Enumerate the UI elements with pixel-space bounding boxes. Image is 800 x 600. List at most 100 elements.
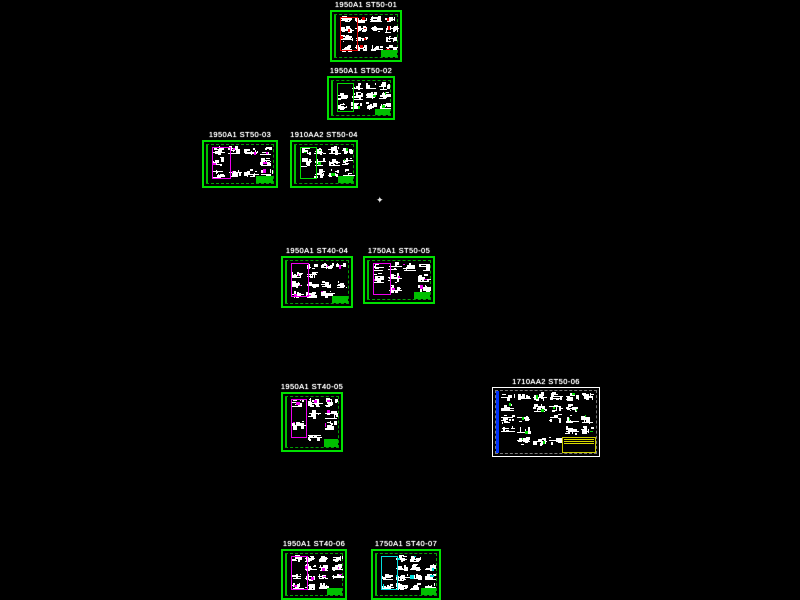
dimension-line — [501, 410, 515, 412]
detail-mark — [507, 429, 510, 431]
detail-mark — [566, 408, 570, 411]
sheet-st50-05[interactable]: 1750A1 ST50-05 — [363, 246, 435, 304]
detail-mark — [382, 92, 387, 96]
drawing-frame[interactable] — [281, 392, 343, 452]
detail-mark — [365, 94, 369, 97]
sheet-st40-05[interactable]: 1950A1 ST40-05 — [281, 382, 343, 452]
detail-mark — [544, 408, 547, 411]
detail-accent — [381, 104, 385, 108]
detail-mark — [321, 171, 326, 173]
detail-mark — [326, 425, 331, 429]
detail-mark — [371, 50, 375, 52]
dimension-line — [261, 152, 269, 153]
detail-mark — [525, 396, 527, 400]
dimension-line — [549, 419, 553, 421]
dimension-line — [411, 577, 420, 579]
sheet-title-block[interactable] — [332, 296, 348, 303]
sheet-title-block[interactable] — [256, 176, 273, 183]
dimension-line — [342, 163, 349, 165]
detail-mark — [557, 414, 562, 416]
drawing-frame[interactable] — [492, 387, 600, 457]
dimension-line — [309, 413, 321, 415]
detail-mark — [559, 409, 561, 411]
sheet-st50-02[interactable]: 1950A1 ST50-02 — [327, 66, 395, 120]
dimension-line — [340, 18, 348, 20]
sheet-st40-04[interactable]: 1950A1 ST40-04 — [281, 246, 353, 308]
detail-mark — [335, 564, 340, 568]
detail-mark — [252, 148, 255, 151]
drawing-frame[interactable] — [290, 140, 358, 188]
detail-accent — [253, 151, 257, 156]
detail-mark — [418, 276, 422, 278]
dimension-line — [501, 416, 513, 418]
drawing-frame[interactable] — [330, 10, 402, 62]
binding-strip — [285, 397, 287, 447]
dimension-line — [306, 274, 317, 276]
detail-mark — [394, 25, 396, 27]
detail-mark — [234, 146, 238, 151]
sheet-title-block[interactable] — [375, 109, 390, 115]
detail-mark — [334, 422, 338, 425]
dimension-line — [292, 558, 296, 560]
sheet-st40-06[interactable]: 1950A1 ST40-06 — [281, 539, 347, 600]
detail-accent — [363, 38, 366, 41]
dimension-line — [581, 394, 590, 396]
sheet-st50-06[interactable]: 1710AA2 ST50-06 — [492, 377, 600, 457]
detail-mark — [254, 149, 256, 154]
sheet-st50-03[interactable]: 1950A1 ST50-03 — [202, 130, 278, 188]
dimension-line — [502, 420, 507, 422]
dimension-line — [306, 284, 317, 286]
detail-accent — [297, 273, 300, 276]
detail-mark — [584, 427, 588, 432]
dimension-line — [332, 575, 344, 577]
drawing-frame[interactable] — [281, 549, 347, 600]
detail-mark — [319, 565, 321, 569]
detail-mark — [566, 425, 569, 430]
drawing-frame[interactable] — [327, 76, 395, 120]
drawing-frame[interactable] — [202, 140, 278, 188]
detail-mark — [329, 293, 334, 296]
sheet-title-block[interactable] — [338, 176, 353, 183]
sheet-title-block[interactable] — [324, 439, 338, 447]
detail-mark — [357, 87, 360, 90]
detail-mark — [219, 157, 224, 159]
dimension-line — [426, 568, 436, 570]
detail-mark — [294, 296, 296, 298]
detail-mark — [328, 160, 330, 163]
detail-mark — [346, 35, 350, 40]
sheet-st50-04[interactable]: 1910AA2 ST50-04 — [290, 130, 358, 188]
drawing-frame[interactable] — [281, 256, 353, 308]
detail-mark — [416, 574, 421, 577]
sheet-title-block[interactable] — [381, 50, 397, 57]
dimension-line — [355, 27, 364, 29]
dimension-line — [308, 415, 312, 417]
detail-mark — [308, 402, 313, 407]
detail-mark — [349, 151, 354, 154]
detail-mark — [345, 26, 350, 30]
detail-mark — [329, 291, 331, 293]
sheet-st50-01[interactable]: 1950A1 ST50-01 — [330, 0, 402, 62]
sheet-st40-07[interactable]: 1750A1 ST40-07 — [371, 539, 441, 600]
detail-mark — [300, 424, 304, 429]
detail-mark — [382, 84, 384, 88]
dimension-line — [338, 106, 348, 108]
title-block-row — [564, 441, 594, 442]
detail-accent — [326, 264, 328, 268]
detail-accent — [293, 585, 297, 587]
detail-accent — [304, 151, 307, 154]
sheet-title-block[interactable] — [414, 292, 430, 299]
drawing-frame[interactable] — [371, 549, 441, 600]
sheet-title-block[interactable] — [562, 437, 596, 453]
detail-mark — [323, 564, 328, 569]
primary-detail-panel — [300, 147, 317, 179]
detail-mark — [567, 428, 572, 433]
detail-mark — [323, 567, 328, 571]
detail-mark — [218, 173, 220, 177]
detail-mark — [506, 421, 511, 423]
detail-mark — [344, 103, 346, 105]
sheet-title-block[interactable] — [327, 588, 342, 595]
detail-mark — [319, 582, 322, 587]
sheet-title-block[interactable] — [421, 588, 436, 595]
drawing-frame[interactable] — [363, 256, 435, 304]
